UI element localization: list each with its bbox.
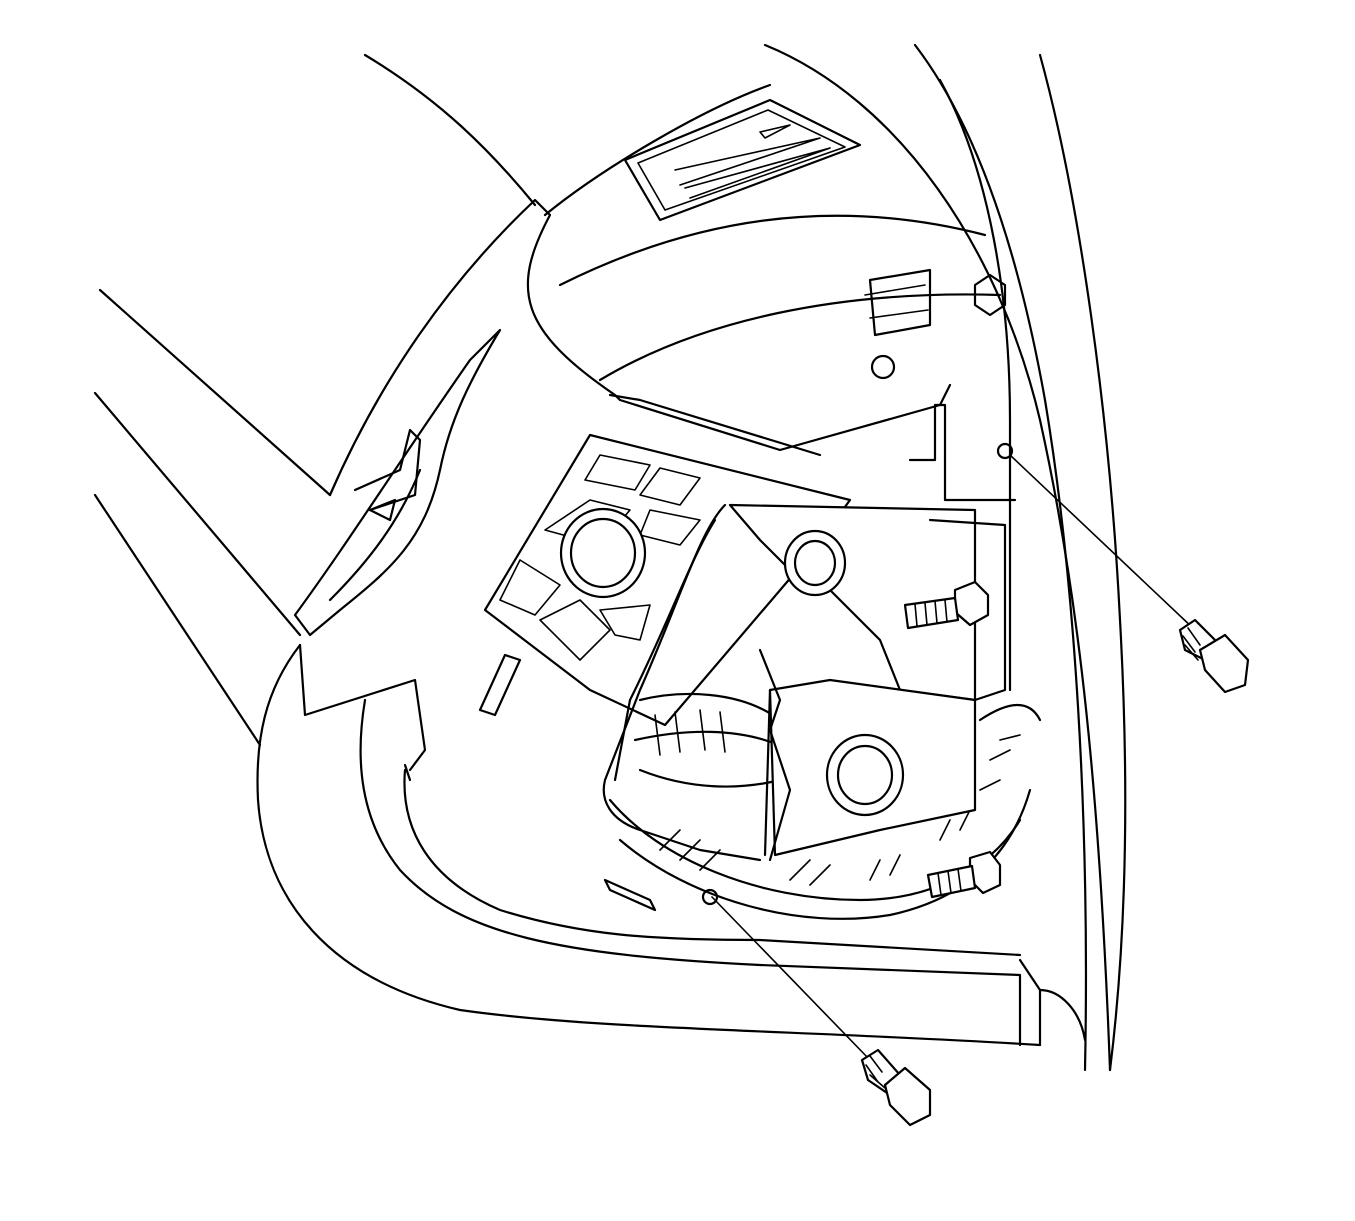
stud-nut-upper <box>903 580 990 630</box>
stud-nut-lower <box>926 850 1002 899</box>
bolt-lower <box>711 896 932 1127</box>
trim-panel <box>256 643 1087 1047</box>
panel-slots <box>403 653 657 912</box>
upper-panel <box>328 83 1007 497</box>
bolt-upper-right <box>1009 454 1250 694</box>
trim-panel-left-edges <box>93 53 537 747</box>
retaining-clip <box>293 328 502 637</box>
body-outer-edges <box>763 43 1127 1072</box>
label-plate <box>623 98 862 222</box>
grommet <box>559 507 647 599</box>
grid-panel <box>483 433 852 727</box>
mounting-bracket <box>602 403 1017 906</box>
